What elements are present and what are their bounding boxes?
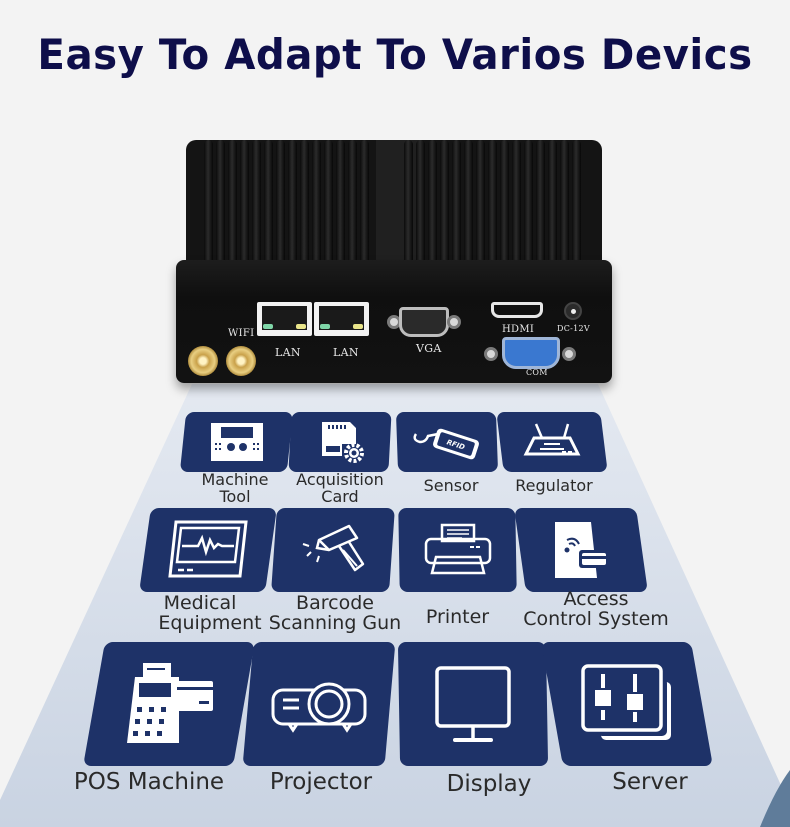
heatsink-center-block (376, 140, 422, 268)
wifi-label: WIFI (228, 328, 255, 339)
device-tile-sensor: RFID (395, 412, 499, 472)
wifi-antenna-connector-1 (188, 346, 218, 376)
heatsink-fins-right (404, 140, 581, 268)
device-tile-barcode-scanner (271, 508, 395, 592)
dc-label: DC-12V (557, 324, 590, 333)
device-label-machine-tool: Machine Tool (201, 470, 269, 506)
machine-tool-icon (210, 423, 263, 461)
page-headline: Easy To Adapt To Varios Devics (37, 30, 753, 79)
heatsink-top (186, 140, 602, 275)
access-card-icon (555, 522, 609, 578)
device-tile-display (397, 642, 549, 766)
rfid-sensor-icon: RFID (413, 428, 479, 460)
vga-label: VGA (416, 342, 442, 355)
server-icon (581, 664, 671, 740)
device-tile-medical-equipment (139, 508, 277, 592)
mini-pc-product: WIFI LAN LAN VGA HDMI DC-12V COM (176, 140, 612, 383)
lan-port-1 (257, 302, 312, 336)
device-label-server: Server (612, 769, 688, 795)
device-tile-regulator (496, 412, 608, 472)
device-label-regulator: Regulator (515, 476, 593, 495)
device-tile-server (541, 642, 713, 766)
medical-monitor-icon (168, 520, 248, 578)
monitor-icon (435, 666, 511, 742)
lan-label-2: LAN (333, 346, 359, 359)
device-label-barcode-scanner: Barcode Scanning Gun (268, 592, 402, 634)
device-tile-pos-machine (83, 642, 255, 766)
heatsink-fins-left (204, 140, 369, 268)
device-label-sensor: Sensor (423, 476, 479, 495)
lan-label-1: LAN (275, 346, 301, 359)
lan-port-2 (314, 302, 369, 336)
dc-power-jack (564, 302, 582, 320)
acquisition-card-icon (322, 422, 364, 463)
device-label-acquisition-card: Acquisition Card (296, 470, 384, 506)
router-icon (523, 423, 581, 456)
com-label: COM (526, 368, 548, 377)
device-label-pos-machine: POS Machine (73, 769, 225, 795)
device-tile-access-control (514, 508, 648, 592)
device-tile-projector (242, 642, 396, 766)
device-tile-machine-tool (179, 412, 294, 472)
device-label-printer: Printer (425, 606, 490, 628)
com-serial-port (484, 337, 578, 371)
device-label-medical-equipment: Medical Equipment (158, 592, 262, 634)
device-label-display: Display (446, 771, 532, 797)
pos-terminal-icon (127, 663, 213, 743)
io-panel: WIFI LAN LAN VGA HDMI DC-12V COM (176, 260, 612, 383)
wifi-antenna-connector-2 (226, 346, 256, 376)
projector-icon (271, 682, 367, 733)
device-label-access-control: Access Control System (523, 588, 669, 630)
hdmi-port (491, 302, 543, 318)
hdmi-label: HDMI (502, 324, 535, 335)
device-tile-printer (398, 508, 517, 592)
printer-icon (424, 523, 491, 575)
device-tile-acquisition-card (288, 412, 392, 472)
device-label-projector: Projector (269, 769, 373, 795)
vga-port (387, 307, 461, 337)
barcode-scanner-icon (302, 524, 365, 572)
